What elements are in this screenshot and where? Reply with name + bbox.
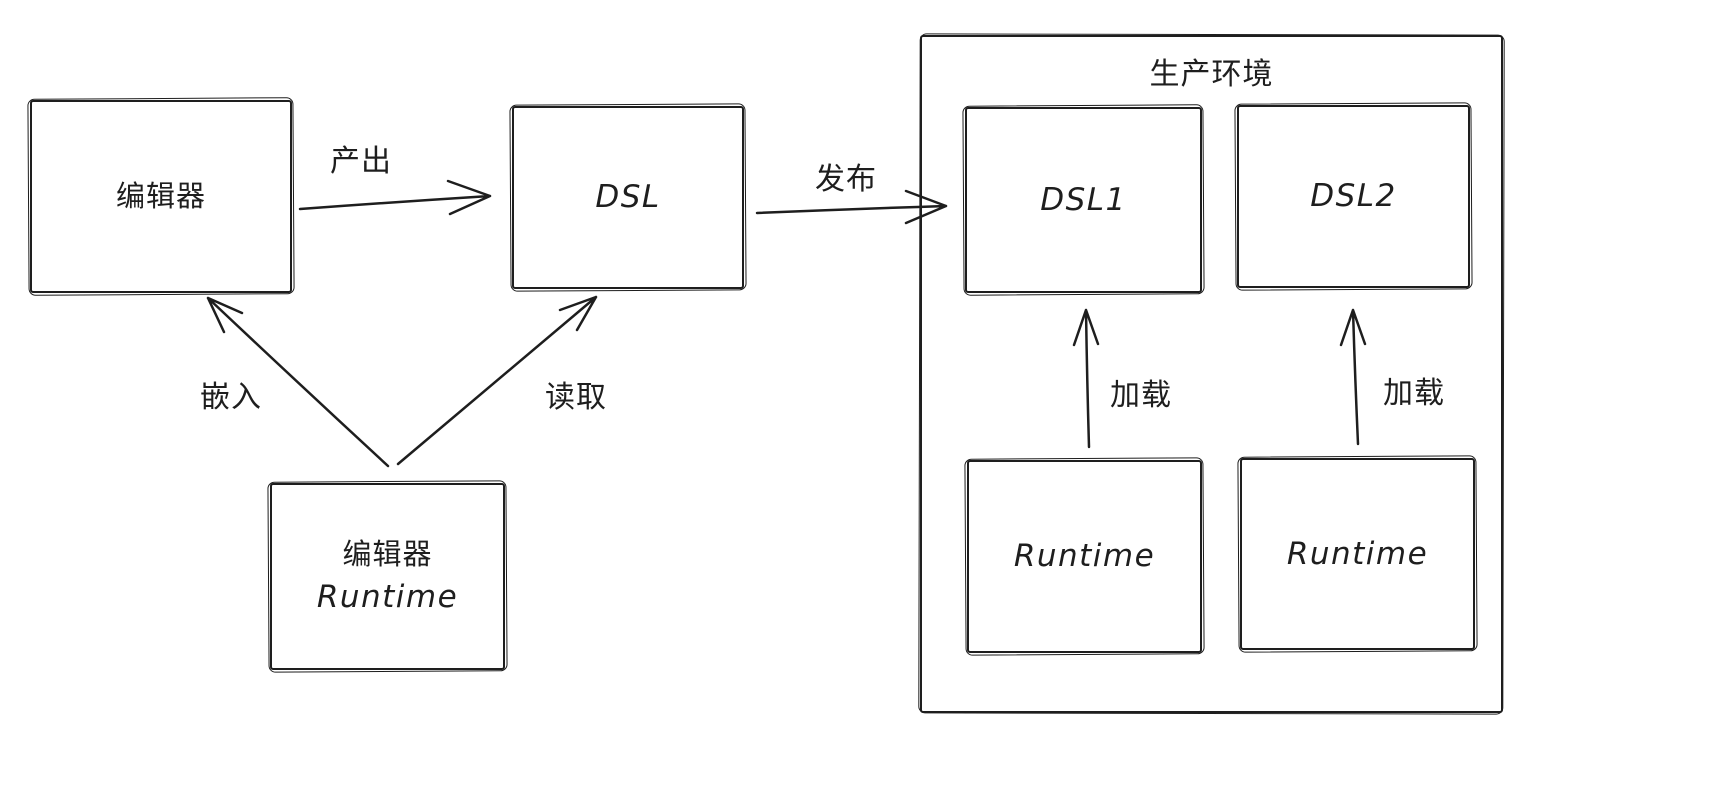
node-runtime-left-label: Runtime [1013, 538, 1156, 575]
node-editor: 编辑器 [30, 100, 292, 293]
node-runtime-right: Runtime [1240, 458, 1475, 650]
container-production-env-title: 生产环境 [1149, 57, 1274, 92]
node-dsl2-label: DSL2 [1310, 178, 1397, 215]
node-dsl1-label: DSL1 [1040, 181, 1127, 218]
arrow-read [396, 295, 598, 466]
edge-label-embed: 嵌入 [200, 380, 262, 415]
node-editor-runtime: 编辑器 Runtime [270, 483, 505, 670]
node-dsl1: DSL1 [965, 107, 1202, 293]
node-dsl-label: DSL [595, 179, 661, 216]
edge-label-publish: 发布 [815, 162, 877, 197]
node-editor-runtime-label-line1: 编辑器 [342, 537, 433, 571]
node-runtime-left: Runtime [967, 460, 1202, 653]
node-editor-runtime-label-line2: Runtime [316, 579, 459, 616]
node-editor-label: 编辑器 [115, 179, 206, 214]
container-production-env: 生产环境 [920, 35, 1503, 713]
node-runtime-right-label: Runtime [1286, 535, 1429, 572]
edge-label-produce: 产出 [330, 144, 392, 179]
arrow-embed [206, 296, 390, 468]
edge-label-load-right: 加载 [1383, 376, 1445, 411]
node-dsl: DSL [512, 106, 744, 289]
edge-label-load-left: 加载 [1110, 378, 1172, 413]
edge-label-read: 读取 [545, 380, 607, 415]
arrow-produce [298, 179, 492, 216]
node-dsl2: DSL2 [1237, 105, 1470, 288]
